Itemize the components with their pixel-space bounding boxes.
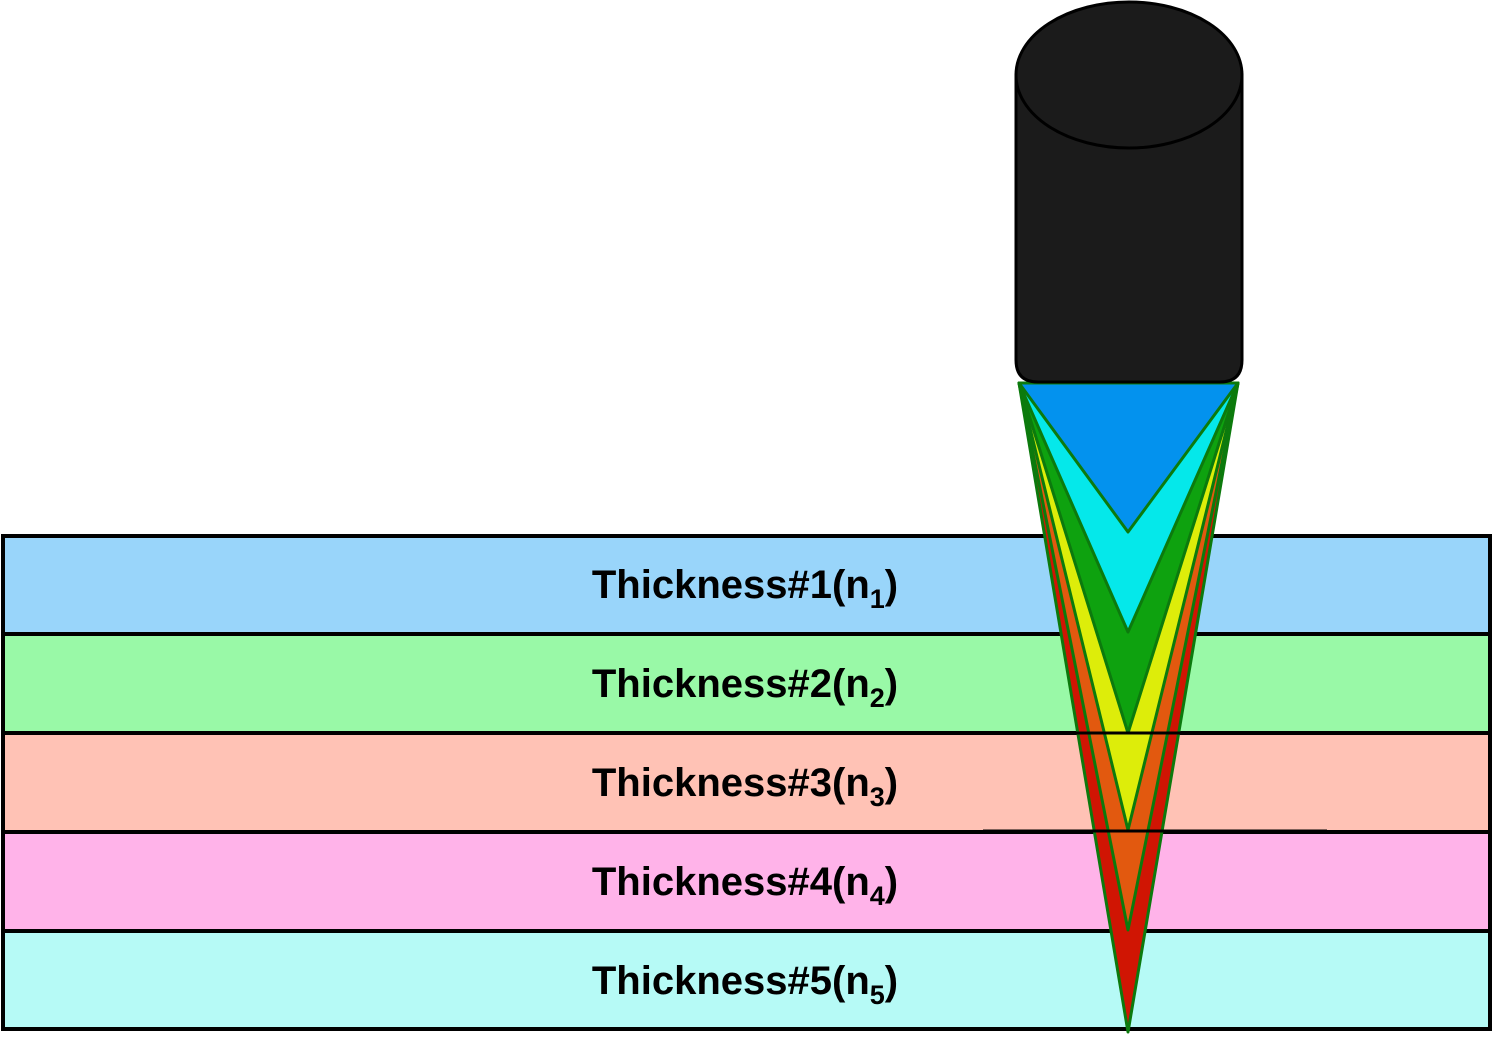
layer-label-4: Thickness#4(n4) bbox=[592, 860, 898, 911]
layer-labels: Thickness#1(n1) Thickness#2(n2) Thicknes… bbox=[592, 563, 898, 1010]
layer-label-1: Thickness#1(n1) bbox=[592, 563, 898, 614]
interface-lines bbox=[963, 731, 1327, 833]
layer-5 bbox=[1, 929, 1492, 1031]
probe-body bbox=[1014, 73, 1244, 384]
layer-2 bbox=[1, 632, 1492, 735]
layer-label-2: Thickness#2(n2) bbox=[592, 662, 898, 713]
probe-top bbox=[1014, 0, 1244, 150]
probe bbox=[1014, 0, 1244, 384]
layer-label-5: Thickness#5(n5) bbox=[592, 959, 898, 1010]
layer-4 bbox=[1, 830, 1492, 933]
layer-label-3: Thickness#3(n3) bbox=[592, 761, 898, 812]
layer-1 bbox=[1, 534, 1492, 636]
layer-3 bbox=[1, 731, 1492, 834]
sample-layers bbox=[1, 534, 1492, 1031]
